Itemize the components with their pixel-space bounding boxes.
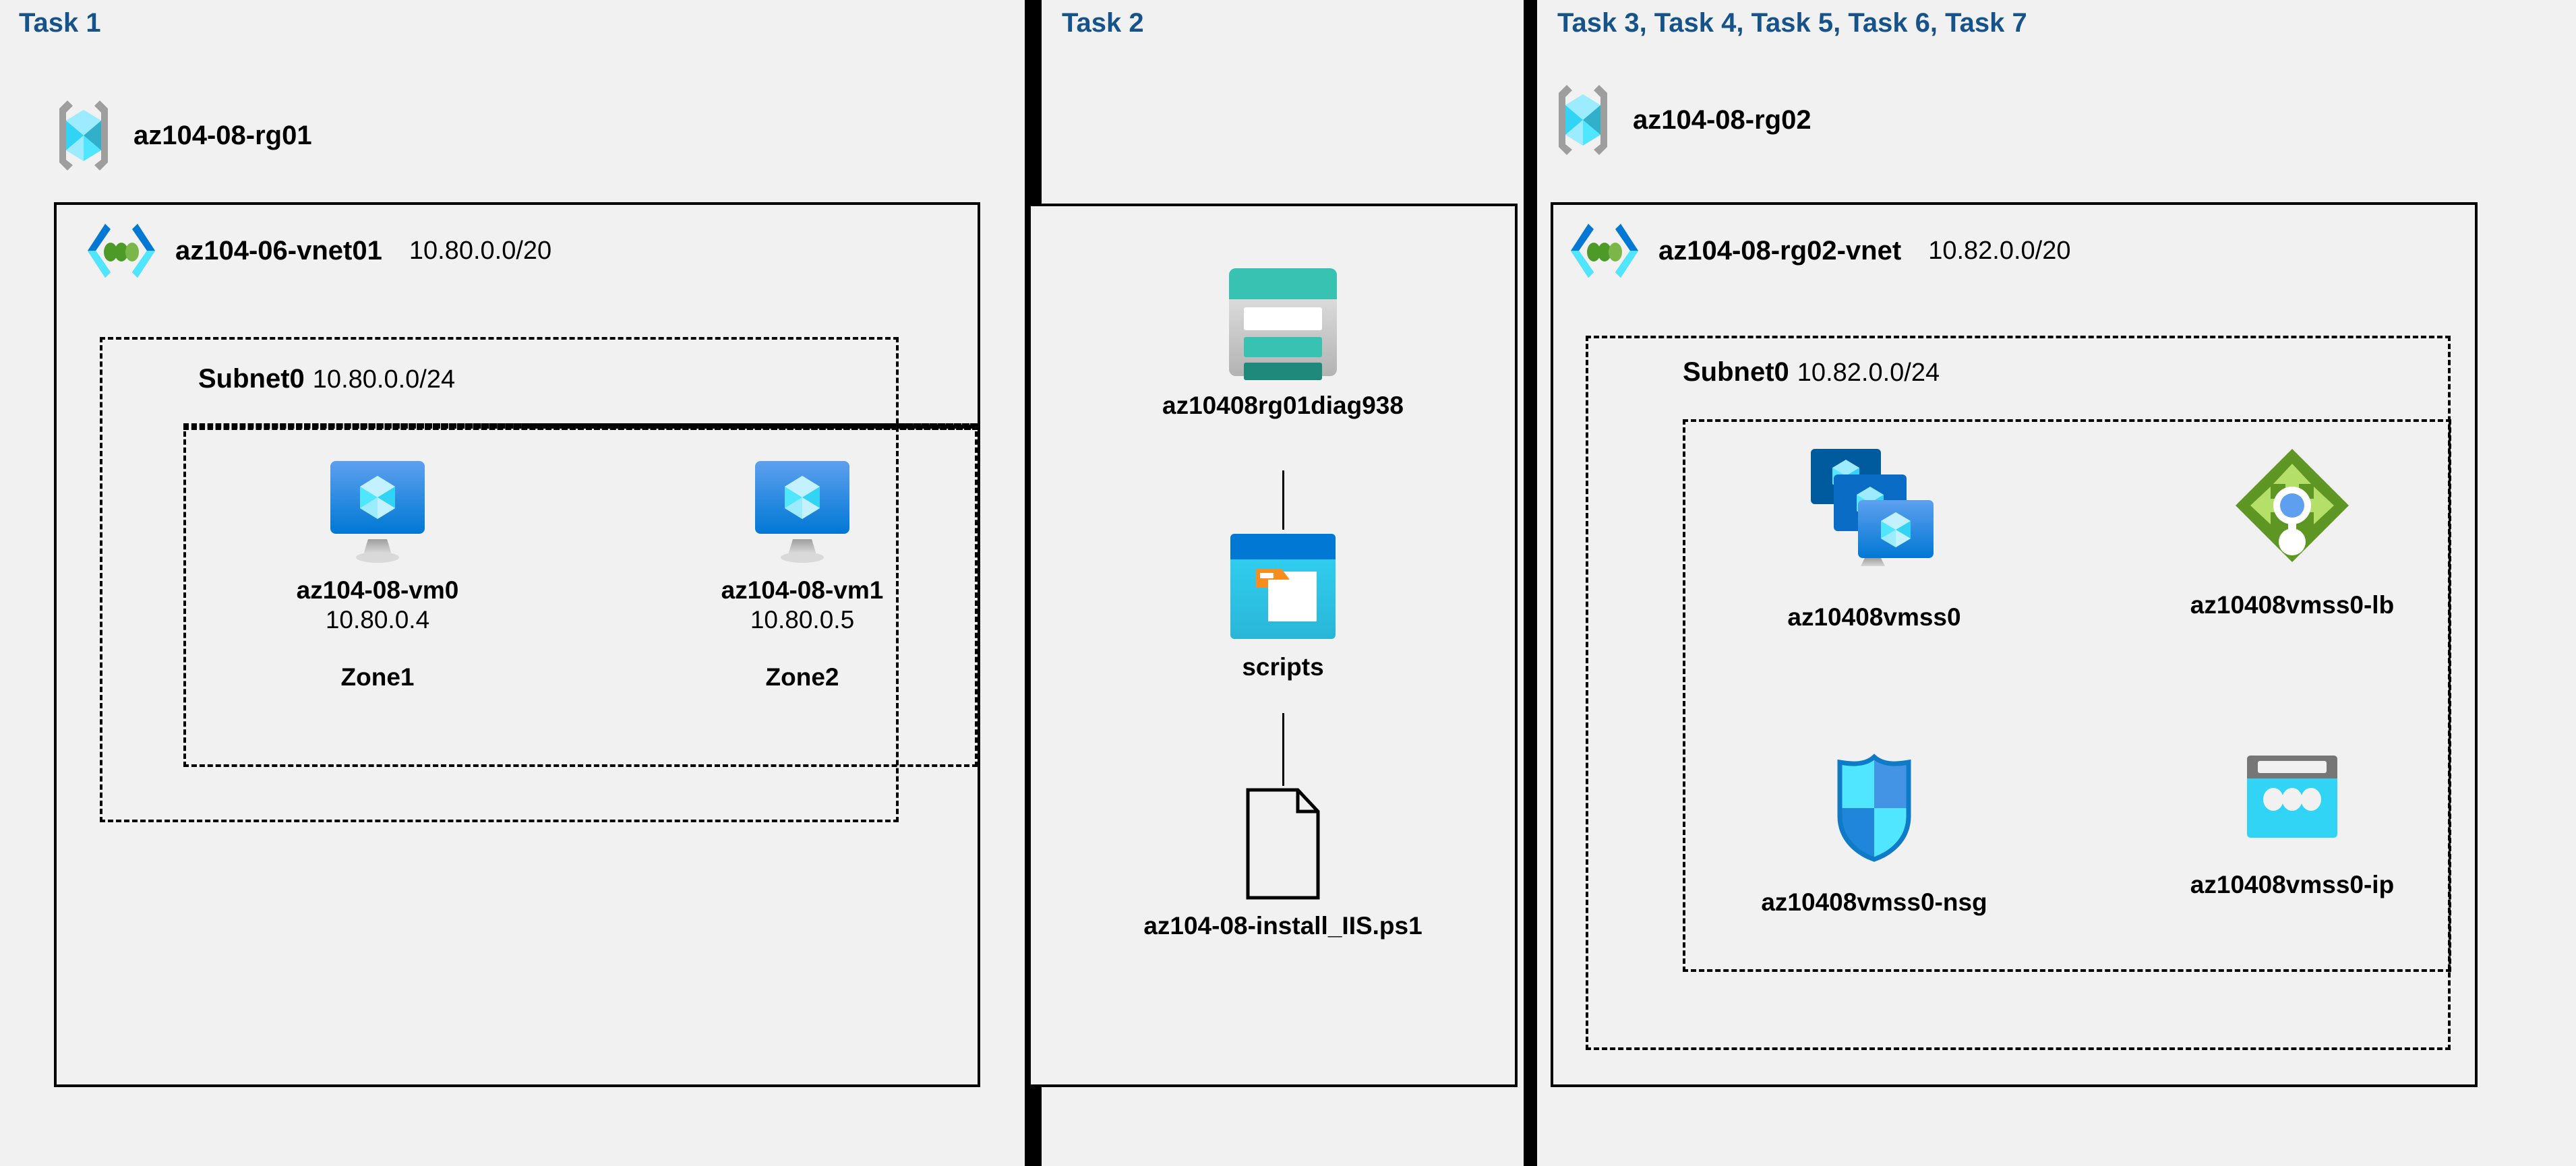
connector-storage-to-container bbox=[1282, 470, 1284, 530]
blob-container-icon bbox=[1226, 530, 1340, 643]
panel-task-2: Task 2 az104 bbox=[1028, 0, 1524, 1166]
resource-name-storage-account: az10408rg01diag938 bbox=[1162, 392, 1404, 419]
subnet-box-task1 bbox=[100, 337, 899, 822]
subnet-cidr-task1: 10.80.0.0/24 bbox=[312, 365, 456, 394]
subnet-label-task3: Subnet0 10.82.0.0/24 bbox=[1683, 357, 1940, 388]
resource-zone-vm0: Zone1 bbox=[340, 663, 415, 692]
resource-node-vmss0-ip[interactable]: az10408vmss0-ip bbox=[2157, 751, 2427, 900]
connector-container-to-file bbox=[1282, 713, 1284, 786]
resource-group-name-rg02: az104-08-rg02 bbox=[1633, 104, 1811, 135]
resource-group-icon bbox=[1552, 82, 1614, 158]
resource-name-vm1: az104-08-vm1 bbox=[721, 576, 884, 604]
resource-node-ps1-file[interactable]: az104-08-install_IIS.ps1 bbox=[1143, 786, 1422, 941]
resource-node-vm0[interactable]: az104-08-vm0 10.80.0.4 Zone1 bbox=[256, 458, 499, 692]
panel-title-task-3-to-7: Task 3, Task 4, Task 5, Task 6, Task 7 bbox=[1557, 8, 2027, 38]
vnet-cidr-az104-06-vnet01: 10.80.0.0/20 bbox=[409, 236, 552, 265]
vm-scale-set-icon bbox=[1807, 445, 1942, 566]
subnet-name-task1: Subnet0 bbox=[198, 364, 305, 394]
resource-name-vmss0: az10408vmss0 bbox=[1787, 603, 1961, 631]
resource-name-ps1-file: az104-08-install_IIS.ps1 bbox=[1143, 912, 1422, 940]
subnet-cidr-task3: 10.82.0.0/24 bbox=[1797, 359, 1940, 387]
resource-name-blob-container: scripts bbox=[1242, 653, 1324, 681]
network-security-group-icon bbox=[1830, 751, 1918, 865]
resource-ip-vm1: 10.80.0.5 bbox=[750, 605, 855, 634]
public-ip-address-icon bbox=[2243, 751, 2341, 846]
resource-zone-vm1: Zone2 bbox=[765, 663, 839, 692]
resource-name-vm0: az104-08-vm0 bbox=[296, 576, 459, 604]
load-balancer-icon bbox=[2231, 445, 2353, 566]
resource-box-task3 bbox=[1683, 419, 2451, 972]
resource-group-name-rg01: az104-08-rg01 bbox=[133, 120, 312, 150]
vnet-name-az104-08-rg02-vnet: az104-08-rg02-vnet bbox=[1658, 235, 1902, 266]
resource-group-header-rg02: az104-08-rg02 bbox=[1552, 82, 1811, 158]
storage-account-icon bbox=[1224, 263, 1342, 381]
resource-name-vmss0-nsg: az10408vmss0-nsg bbox=[1761, 888, 1987, 916]
subnet-name-task3: Subnet0 bbox=[1683, 357, 1789, 387]
vnet-cidr-az104-08-rg02-vnet: 10.82.0.0/20 bbox=[1928, 236, 2071, 265]
panel-task-3-to-7: Task 3, Task 4, Task 5, Task 6, Task 7 a… bbox=[1537, 0, 2576, 1166]
panel-title-task-1: Task 1 bbox=[19, 8, 101, 38]
resource-node-vmss0-lb[interactable]: az10408vmss0-lb bbox=[2157, 445, 2427, 620]
panel-task-1: Task 1 az104-08-rg01 bbox=[0, 0, 1025, 1166]
virtual-network-icon bbox=[1568, 217, 1641, 284]
vnet-box-az104-06-vnet01 bbox=[54, 202, 980, 1087]
vnet-name-az104-06-vnet01: az104-06-vnet01 bbox=[175, 235, 382, 266]
resource-node-vmss0[interactable]: az10408vmss0 bbox=[1739, 445, 2009, 632]
resource-group-icon bbox=[53, 98, 115, 173]
resource-node-storage-account[interactable]: az10408rg01diag938 bbox=[1151, 263, 1414, 421]
file-icon bbox=[1242, 786, 1323, 902]
resource-name-vmss0-ip: az10408vmss0-ip bbox=[2190, 871, 2395, 898]
resource-name-vmss0-lb: az10408vmss0-lb bbox=[2190, 591, 2395, 619]
resource-group-header-rg01: az104-08-rg01 bbox=[53, 98, 312, 173]
resource-node-vm1[interactable]: az104-08-vm1 10.80.0.5 Zone2 bbox=[681, 458, 924, 692]
vnet-box-az104-08-rg02-vnet bbox=[1551, 202, 2478, 1087]
panel-title-task-2: Task 2 bbox=[1062, 8, 1144, 38]
resource-node-vmss0-nsg[interactable]: az10408vmss0-nsg bbox=[1739, 751, 2009, 917]
vnet-header-az104-06-vnet01: az104-06-vnet01 10.80.0.0/20 bbox=[85, 217, 551, 284]
virtual-machine-icon bbox=[752, 458, 852, 566]
zone-box-task1 bbox=[183, 423, 978, 767]
virtual-machine-icon bbox=[328, 458, 427, 566]
resource-ip-vm0: 10.80.0.4 bbox=[325, 605, 430, 634]
resource-node-blob-container[interactable]: scripts bbox=[1151, 530, 1414, 682]
vnet-header-az104-08-rg02-vnet: az104-08-rg02-vnet 10.82.0.0/20 bbox=[1568, 217, 2071, 284]
virtual-network-icon bbox=[85, 217, 158, 284]
